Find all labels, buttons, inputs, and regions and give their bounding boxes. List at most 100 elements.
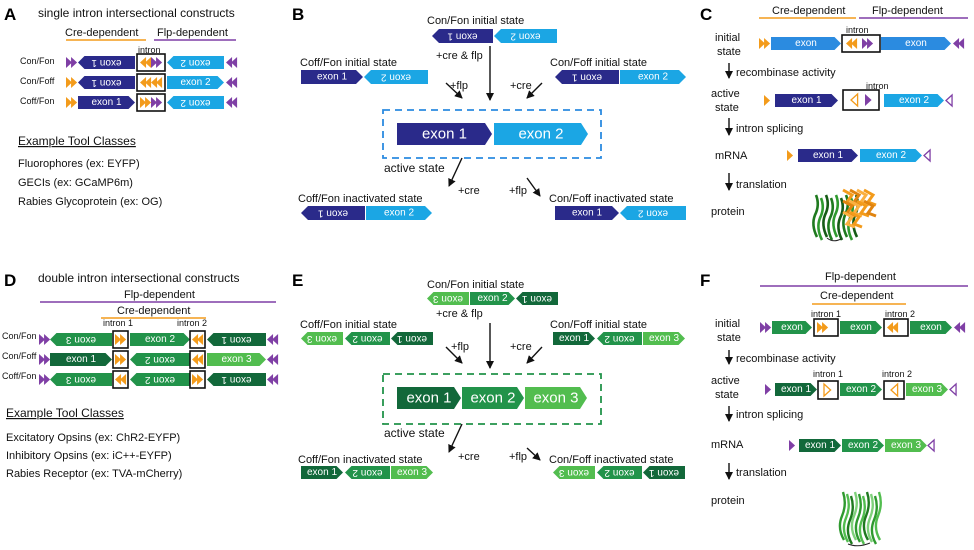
- recombination-site: [71, 77, 78, 88]
- exon-label: exon 1: [649, 467, 679, 478]
- exon-label: exon: [920, 322, 942, 333]
- panel-label-a: A: [4, 5, 16, 24]
- exon-block: [427, 292, 469, 305]
- single-row-label: Con/Fon: [20, 56, 55, 66]
- exon-label: exon 2: [848, 440, 878, 451]
- exon-block: [775, 383, 817, 396]
- f-flp-dependent: Flp-dependent: [825, 271, 896, 283]
- exon-label: exon 2: [846, 384, 876, 395]
- exon-label: exon 1: [447, 31, 477, 42]
- f-intron2-label: intron 2: [885, 309, 915, 319]
- recombination-site: [140, 77, 147, 88]
- recombination-site: [115, 374, 122, 385]
- c-initial-state: initial: [715, 32, 740, 44]
- exon-block: [301, 466, 343, 479]
- exon-block: [50, 373, 112, 386]
- recombination-site: [145, 57, 152, 68]
- recombination-site: [822, 322, 829, 333]
- exon-label: exon 1: [559, 333, 589, 344]
- double-row-label: Con/Fon: [2, 331, 37, 341]
- exon-block: [432, 29, 493, 43]
- exon-label: exon 1: [522, 293, 552, 304]
- exon-block: [167, 96, 224, 109]
- arrow: [526, 447, 541, 461]
- protein-strand: [849, 199, 863, 218]
- exon-label: exon 1: [317, 72, 347, 83]
- recombination-site: [231, 57, 238, 68]
- exon-block: [840, 321, 882, 334]
- recombination-site: [231, 97, 238, 108]
- protein-structure-c: [812, 188, 877, 242]
- protein-loop: [826, 237, 842, 242]
- recombination-site: [197, 334, 204, 345]
- panel-label-e: E: [292, 271, 303, 290]
- tools-heading: Example Tool Classes: [6, 406, 124, 420]
- exon-label: exon 2: [470, 390, 515, 407]
- exon-block: [620, 70, 686, 84]
- exon-block: [78, 76, 135, 89]
- c-mrna: mRNA: [715, 150, 748, 162]
- b-cre-label-2: +cre: [458, 185, 480, 197]
- double-row-label: Con/Foff: [2, 351, 37, 361]
- recombination-site: [226, 57, 233, 68]
- protein-loop: [847, 542, 871, 547]
- recombination-site: [817, 322, 824, 333]
- exon-block: [301, 206, 365, 220]
- recombination-site: [115, 354, 122, 365]
- exon-label: exon: [905, 38, 927, 49]
- exon-label: exon 3: [559, 467, 589, 478]
- b-coff-fon-inactivated: Coff/Fon inactivated state: [298, 193, 423, 205]
- e-cre-label: +cre: [510, 341, 532, 353]
- protein-helix: [874, 491, 882, 541]
- exon-label: exon 3: [891, 440, 921, 451]
- exon-block: [130, 333, 190, 346]
- exon-label: exon 3: [912, 384, 942, 395]
- exon-label: exon 3: [533, 390, 578, 407]
- c-active-state: active: [711, 88, 740, 100]
- recombination-site: [272, 334, 279, 345]
- recombination-site: [145, 97, 152, 108]
- exon-block: [840, 383, 882, 396]
- tools-heading: Example Tool Classes: [18, 134, 136, 148]
- exon-label: exon 1: [91, 77, 121, 88]
- double-flp-dependent: Flp-dependent: [124, 289, 195, 301]
- recombination-site: [39, 334, 46, 345]
- exon-label: exon 2: [638, 208, 668, 219]
- exon-label: exon 2: [604, 467, 634, 478]
- recombination-site: [890, 382, 899, 398]
- intron-box: [842, 89, 880, 111]
- exon-label: exon 1: [91, 57, 121, 68]
- c-translation: translation: [736, 179, 787, 191]
- exon-block: [553, 466, 595, 479]
- recombination-site: [151, 97, 158, 108]
- protein-helix: [870, 495, 878, 545]
- e-cre-label-2: +cre: [458, 451, 480, 463]
- exon-label: exon 1: [397, 333, 427, 344]
- exon-label: exon 2: [145, 334, 175, 345]
- arrow: [526, 177, 541, 197]
- arrow: [448, 157, 463, 187]
- recombination-site: [823, 382, 832, 398]
- arrow: [448, 423, 463, 453]
- exon-block: [775, 94, 838, 107]
- protein-helix: [812, 194, 820, 238]
- e-con-foff-inactivated: Con/Foff inactivated state: [549, 454, 674, 466]
- recombination-site: [765, 322, 772, 333]
- recombination-site: [267, 334, 274, 345]
- panel-label-f: F: [700, 271, 710, 290]
- exon-block: [906, 383, 948, 396]
- exon-label: exon 3: [66, 334, 96, 345]
- exon-block: [207, 333, 266, 346]
- single-row-label: Coff/Fon: [20, 96, 54, 106]
- exon-block: [366, 206, 432, 220]
- active-state-box: [382, 373, 602, 425]
- exon-label: exon 1: [406, 390, 451, 407]
- recombination-site: [867, 38, 874, 49]
- exon-block: [798, 149, 858, 162]
- e-con-foff-initial: Con/Foff initial state: [550, 319, 647, 331]
- tool-item: GECIs (ex: GCaMP6m): [18, 177, 133, 189]
- exon-label: exon 1: [221, 334, 251, 345]
- exon-label: exon 2: [518, 126, 563, 143]
- exon-block: [167, 56, 224, 69]
- recombination-site: [887, 322, 894, 333]
